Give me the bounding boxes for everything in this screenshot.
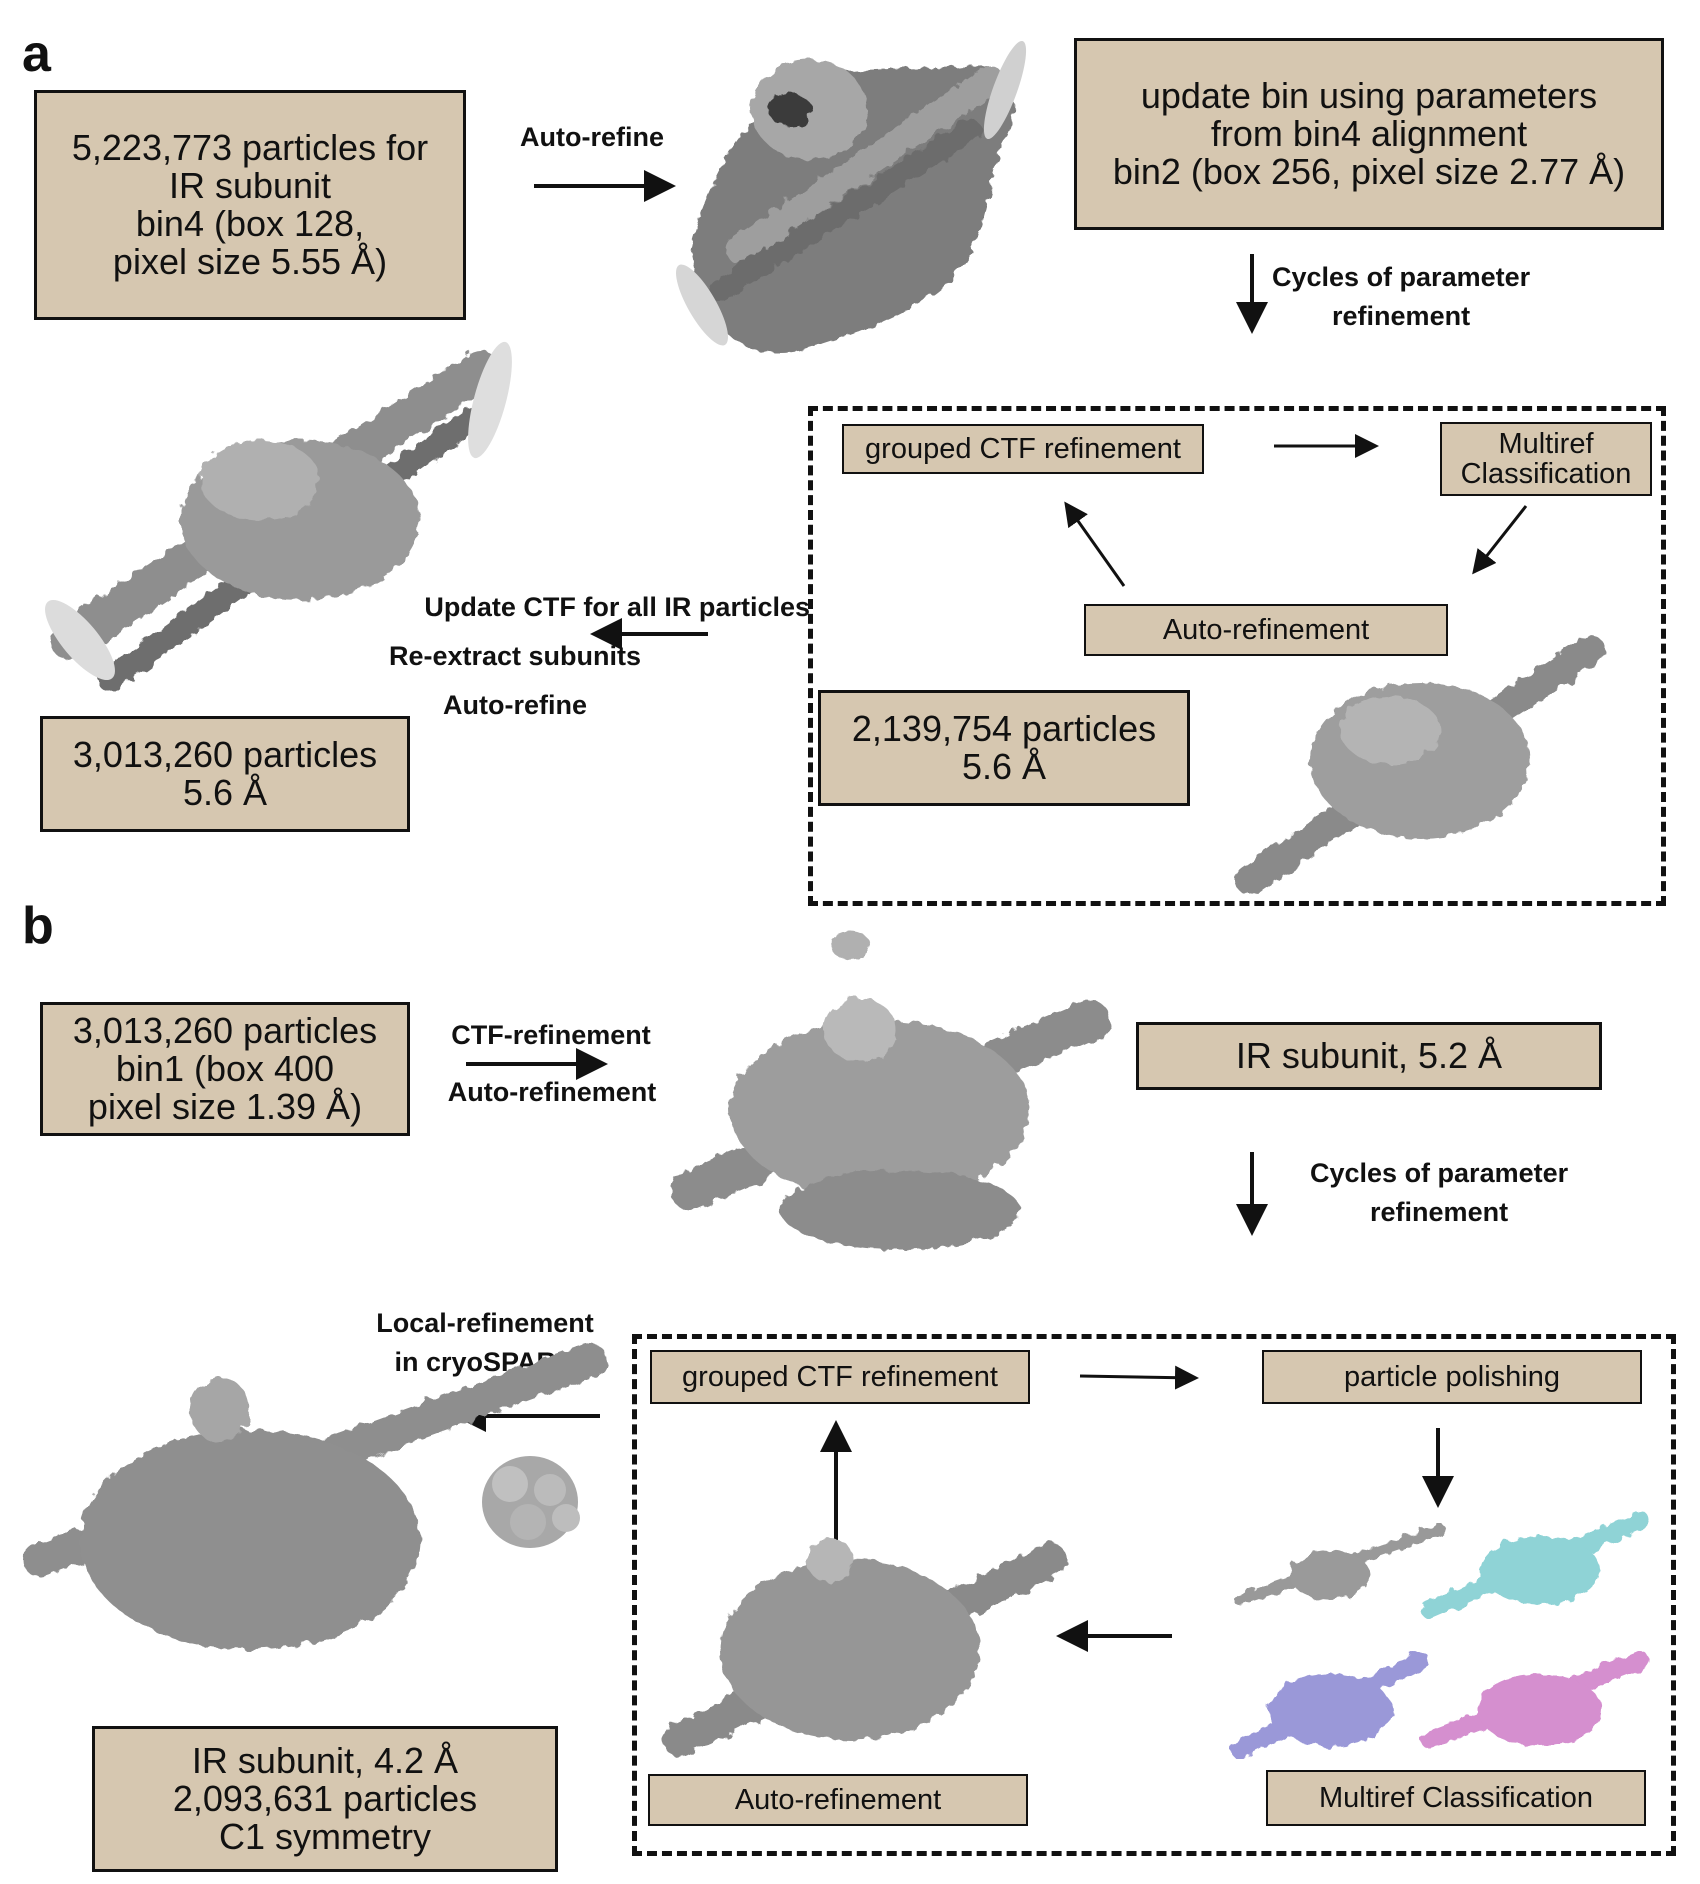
bin1-start-line-2: bin1 (box 400 (115, 1048, 335, 1090)
ctf-auto-labels: CTF-refinement Auto-refinement (432, 1016, 672, 1112)
result-a-line-2: 5.6 Å (182, 772, 268, 813)
arrow-ctf-to-polish (1079, 1365, 1199, 1390)
bin1-start-box: 3,013,260 particles bin1 (box 400 pixel … (40, 1002, 410, 1136)
auto-refine-label: Auto-refine (520, 122, 664, 152)
loop-result-box-a: 2,139,754 particles 5.6 Å (818, 690, 1190, 806)
local-refinement-label: Local-refinement (376, 1308, 594, 1338)
panel-a-letter: a (22, 25, 51, 83)
density-map-loop-b (663, 1538, 1067, 1757)
initial-particles-box: 5,223,773 particles for IR subunit bin4 … (34, 90, 466, 320)
bin2-update-line-3: bin2 (box 256, pixel size 2.77 Å) (1112, 150, 1626, 192)
arrow-autoref-to-ctf (1064, 501, 1126, 587)
update-ctf-label: Update CTF for all IR particles (424, 592, 810, 622)
bin1-start-line-3: pixel size 1.39 Å) (87, 1085, 363, 1127)
initial-particles-line-2: IR subunit (168, 165, 332, 207)
grouped-ctf-box-b: grouped CTF refinement (650, 1350, 1030, 1404)
multiref-line-1: Multiref (1498, 427, 1594, 460)
auto-refinement-label-b: Auto-refinement (447, 1077, 657, 1108)
initial-particles-line-4: pixel size 5.55 Å) (112, 240, 388, 282)
cycles-label-b-line-1: Cycles of parameter (1310, 1158, 1569, 1188)
density-map-bin1 (670, 931, 1110, 1250)
local-refinement-inset (482, 1456, 580, 1548)
multiref-classification-box-b: Multiref Classification (1266, 1770, 1646, 1826)
class-map-pink (1421, 1651, 1649, 1749)
density-map-result-a (50, 350, 500, 692)
auto-refine-label-2: Auto-refine (443, 690, 587, 721)
bin2-update-line-1: update bin using parameters (1140, 75, 1598, 117)
density-map-bin4-cap-left (676, 264, 728, 346)
density-map-bin4-cap-right (983, 40, 1027, 140)
density-map-loop-a (1235, 635, 1605, 895)
ctf-refinement-label: CTF-refinement (451, 1020, 651, 1050)
loop-result-line-1: 2,139,754 particles (851, 708, 1157, 750)
cycles-label-a: Cycles of parameter refinement (1272, 258, 1530, 336)
density-map-final (23, 1343, 607, 1650)
cycles-label-a-line-2: refinement (1332, 301, 1471, 332)
multiref-box-a: Multiref Classification (1440, 422, 1652, 496)
class-map-purple (1231, 1651, 1429, 1759)
grouped-ctf-box-a: grouped CTF refinement (842, 424, 1204, 474)
multiref-line-2: Classification (1460, 458, 1632, 490)
density-map-bin4 (690, 60, 1015, 353)
final-result-line-1: IR subunit, 4.2 Å (191, 1740, 459, 1782)
result-a-line-1: 3,013,260 particles (72, 734, 378, 776)
initial-particles-line-1: 5,223,773 particles for (71, 127, 429, 169)
cycles-label-b: Cycles of parameter refinement (1310, 1154, 1568, 1232)
refinement-loop-b (632, 1334, 1676, 1856)
final-result-line-3: C1 symmetry (218, 1815, 431, 1857)
ir-subunit-52-box: IR subunit, 5.2 Å (1136, 1022, 1602, 1090)
auto-refinement-box-a: Auto-refinement (1084, 604, 1448, 656)
auto-refinement-box-b: Auto-refinement (648, 1774, 1028, 1826)
final-result-box: IR subunit, 4.2 Å 2,093,631 particles C1… (92, 1726, 558, 1872)
arrow-multiref-to-autoref (1472, 505, 1528, 575)
density-map-result-a-cap-2 (45, 599, 115, 681)
density-map-result-a-cap (468, 341, 512, 459)
bin1-start-line-1: 3,013,260 particles (72, 1010, 378, 1052)
panel-b-letter: b (22, 897, 54, 955)
particle-polishing-box: particle polishing (1262, 1350, 1642, 1404)
class-map-gray (1234, 1524, 1446, 1606)
initial-particles-line-3: bin4 (box 128, (135, 203, 365, 244)
cycles-label-a-line-1: Cycles of parameter (1272, 262, 1531, 292)
result-box-a: 3,013,260 particles 5.6 Å (40, 716, 410, 832)
class-map-cyan (1421, 1511, 1649, 1619)
bin2-update-line-2: from bin4 alignment (1210, 113, 1528, 155)
cycles-label-b-line-2: refinement (1370, 1197, 1509, 1228)
bin2-update-box: update bin using parameters from bin4 al… (1074, 38, 1664, 230)
update-ctf-labels: Update CTF for all IR particles Re-extra… (330, 588, 810, 725)
final-result-line-2: 2,093,631 particles (172, 1778, 478, 1820)
refinement-loop-a (808, 406, 1666, 906)
loop-result-line-2: 5.6 Å (961, 746, 1047, 787)
